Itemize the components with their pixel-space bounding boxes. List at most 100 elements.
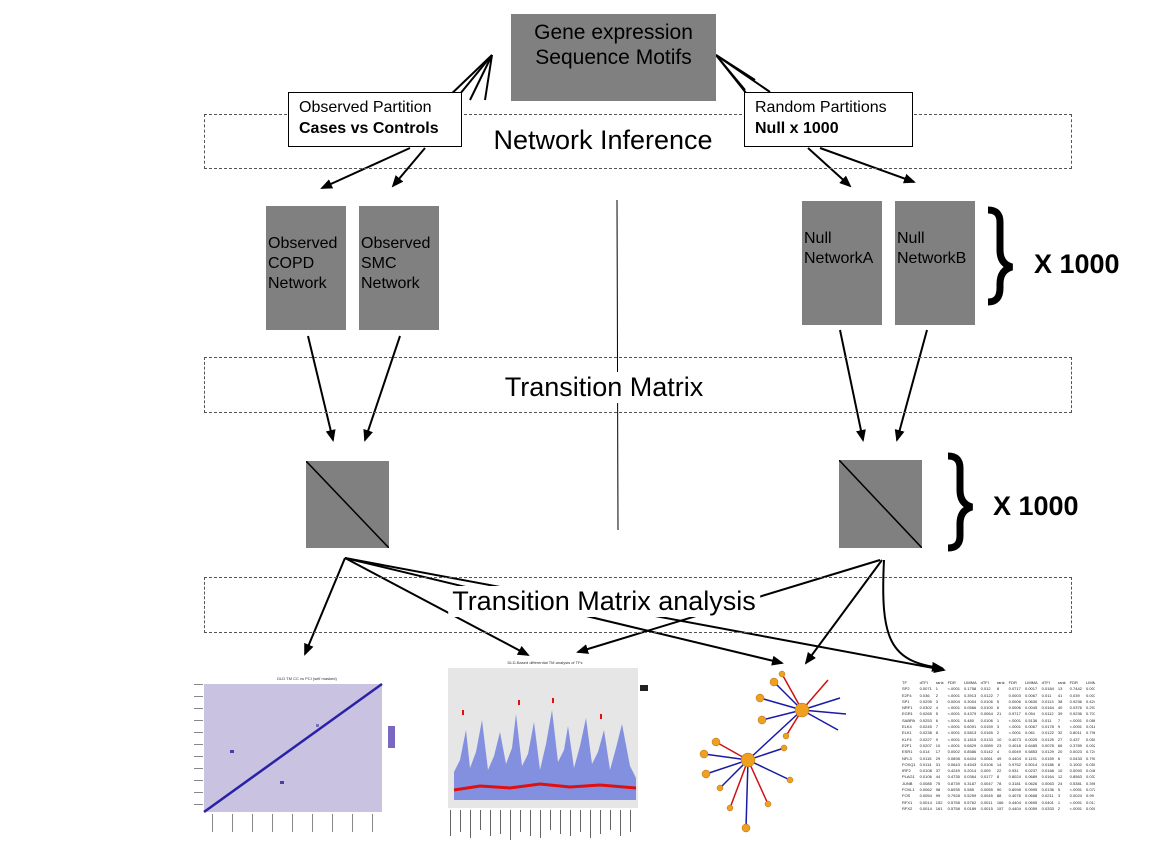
table-cell: 0.0085 xyxy=(919,780,932,786)
table-cell: 0.7442 xyxy=(1069,686,1082,692)
table-cell: 6 xyxy=(935,717,939,723)
table-cell: 0.0868 xyxy=(1086,717,1095,723)
table-cell: 0.0175 xyxy=(1086,799,1095,805)
table-cell: 0.4379 xyxy=(963,711,977,717)
heatmap-title: DLD TM CC vs PCI (self masked) xyxy=(277,676,337,681)
manhattan-plot xyxy=(448,668,648,840)
table-cell: 0.0668 xyxy=(1024,793,1038,799)
table-cell: 3 xyxy=(996,724,1000,730)
table-header-cell: LIMMA xyxy=(1086,680,1095,685)
table-cell: 6 xyxy=(1057,755,1061,761)
random-partitions-title: Random Partitions xyxy=(755,99,887,116)
table-cell: 0.0078 xyxy=(1041,742,1054,748)
table-header-cell: LIMMA xyxy=(963,680,977,685)
table-header-cell: dTFI xyxy=(1041,680,1050,685)
brace-networks xyxy=(987,206,1014,306)
table-cell: <.0001 xyxy=(1069,787,1083,793)
table-cell: 0.9752 xyxy=(1008,761,1021,767)
table-cell: 0.4073 xyxy=(1008,736,1021,742)
table-cell: 0.4242 xyxy=(1086,698,1095,704)
table-cell: 0.0106 xyxy=(980,761,993,767)
table-cell: ELK4 xyxy=(902,724,912,730)
transition-matrix-stage xyxy=(204,357,1072,413)
table-cell: 12 xyxy=(1057,774,1063,780)
table-cell: 0.0076 xyxy=(1086,692,1095,698)
smc-network-line-2: SMC xyxy=(361,255,397,272)
table-cell: 0.3181 xyxy=(1008,780,1021,786)
table-cell: 0.4404 xyxy=(1008,755,1021,761)
table-cell: 75 xyxy=(935,780,941,786)
table-cell: 0.3966 xyxy=(1086,780,1095,786)
input-data-line-1: Gene expression xyxy=(534,21,693,44)
table-cell: 8 xyxy=(935,730,939,736)
table-cell: E2F4 xyxy=(902,692,912,698)
observed-smc-network: Observed SMC Network xyxy=(359,206,439,330)
table-header-cell: dTFI xyxy=(980,680,989,685)
null-network-b: Null NetworkB xyxy=(895,201,975,325)
table-cell: 98 xyxy=(935,787,941,793)
table-cell: 0.6098 xyxy=(1008,787,1021,793)
observed-transition-matrix xyxy=(306,461,389,548)
table-cell: 0.9236 xyxy=(1069,698,1082,704)
random-partitions-subtitle: Null x 1000 xyxy=(755,120,839,137)
table-cell: 0.0015 xyxy=(980,805,993,811)
table-cell: 0.0159 xyxy=(980,724,993,730)
table-cell: 0.014 xyxy=(919,749,930,755)
table-cell: 2 xyxy=(1057,805,1061,811)
table-cell: 10 xyxy=(935,742,941,748)
table-cell: <.0001 xyxy=(1008,724,1021,730)
table-cell: 0.0643 xyxy=(947,761,960,767)
table-cell: 0.0125 xyxy=(1041,736,1054,742)
table-cell: <.0001 xyxy=(947,686,960,692)
table-cell: 17 xyxy=(935,749,941,755)
table-cell: FOXL1 xyxy=(902,787,915,793)
table-cell: 0.0237 xyxy=(1024,768,1038,774)
observed-copd-network: Observed COPD Network xyxy=(266,206,346,330)
heatmap-plot xyxy=(194,682,395,832)
table-cell: 0.0159 xyxy=(1041,755,1054,761)
table-cell: <.0001 xyxy=(1069,805,1083,811)
table-cell: 0.4078 xyxy=(1008,793,1021,799)
table-cell: 2 xyxy=(996,730,1000,736)
table-cell: 0.0089 xyxy=(980,742,993,748)
table-cell: 0.0023 xyxy=(1069,749,1082,755)
copd-network-line-1: Observed xyxy=(268,235,338,252)
table-cell: 88 xyxy=(996,793,1002,799)
analysis-stage xyxy=(204,577,1072,633)
table-cell: 9 xyxy=(935,736,939,742)
table-cell: 0.0106 xyxy=(919,774,932,780)
table-cell: 0.0371 xyxy=(1086,774,1095,780)
table-cell: 0.0207 xyxy=(919,742,932,748)
networks-multiplier: X 1000 xyxy=(1034,249,1120,279)
table-cell: 38 xyxy=(1057,698,1063,704)
table-cell: 0.0211 xyxy=(1041,793,1054,799)
table-cell: <.0001 xyxy=(947,692,960,698)
table-cell: 0.0006 xyxy=(1086,805,1095,811)
null-b-line-2: NetworkB xyxy=(897,250,967,267)
table-cell: 0.9236 xyxy=(1069,711,1082,717)
table-cell: 0.7966 xyxy=(1086,730,1095,736)
table-cell: 0.0728 xyxy=(1086,787,1095,793)
table-header-cell: FDR xyxy=(947,680,956,685)
table-cell: 7 xyxy=(1057,717,1061,723)
table-cell: 8 xyxy=(996,686,1000,692)
table-cell: 2 xyxy=(935,692,939,698)
analysis-label: Transition Matrix analysis xyxy=(448,586,760,617)
table-cell: 0.0505 xyxy=(1086,736,1095,742)
table-cell: 0.8011 xyxy=(1069,730,1082,736)
table-cell: 0.2974 xyxy=(1086,705,1095,711)
table-cell: 0.0115 xyxy=(919,755,932,761)
table-cell: 0.0189 xyxy=(963,805,977,811)
null-b-line-1: Null xyxy=(897,230,925,247)
table-cell: SABPA xyxy=(902,717,916,723)
table-cell: 0.0047 xyxy=(980,780,993,786)
